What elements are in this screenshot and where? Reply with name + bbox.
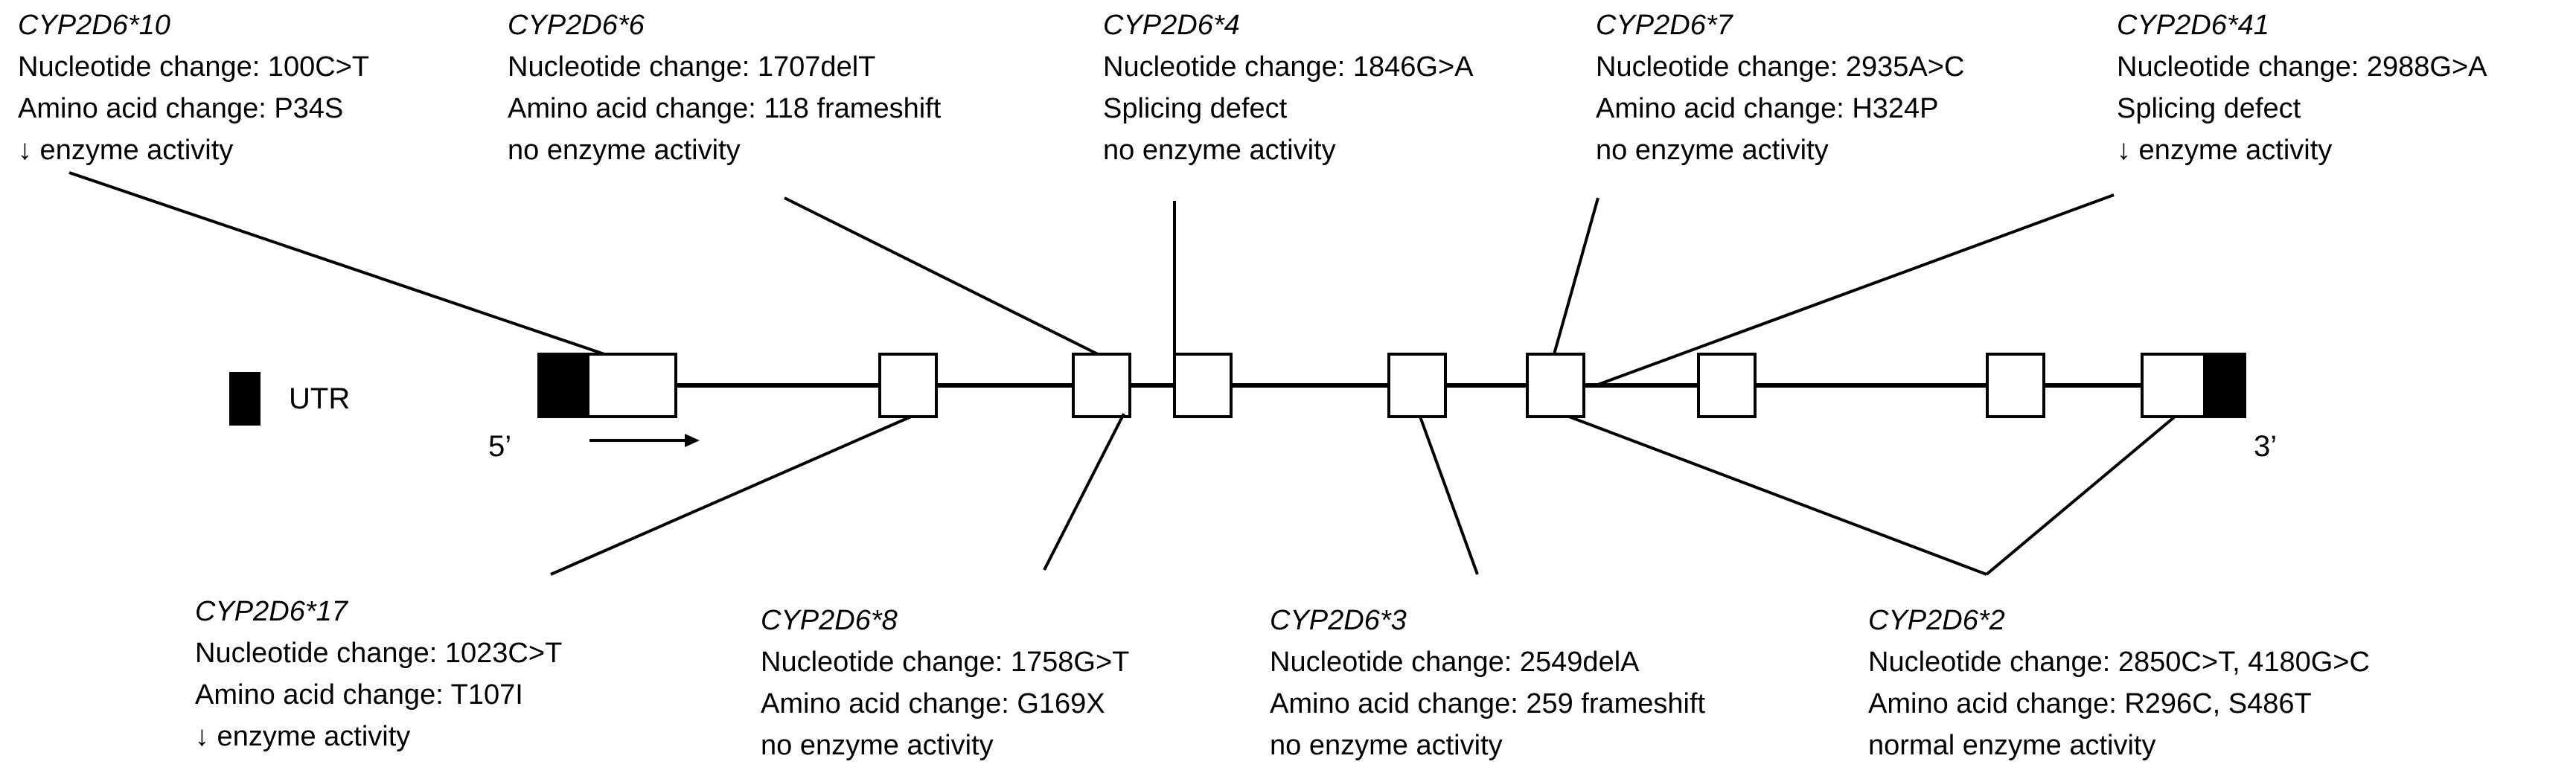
effect-detail: Splicing defect <box>1103 93 1288 124</box>
allele-name: CYP2D6*10 <box>18 10 170 41</box>
effect-detail: Amino acid change: 118 frameshift <box>508 93 942 124</box>
enzyme-activity: ↓ enzyme activity <box>195 721 411 752</box>
nucleotide-change: Nucleotide change: 1846G>A <box>1103 51 1474 83</box>
allele-annotation-cyp2d6-2: CYP2D6*2 Nucleotide change: 2850C>T, 418… <box>1868 600 2370 766</box>
effect-detail: Amino acid change: P34S <box>18 93 344 124</box>
connector-cyp2d6-41 <box>1595 193 2115 387</box>
exon-2 <box>878 353 938 418</box>
connector-cyp2d6-2b <box>1985 415 2176 576</box>
allele-annotation-cyp2d6-17: CYP2D6*17 Nucleotide change: 1023C>T Ami… <box>195 591 562 757</box>
nucleotide-change: Nucleotide change: 2850C>T, 4180G>C <box>1868 647 2370 678</box>
three-prime-label: 3’ <box>2254 430 2278 463</box>
exon-7 <box>1697 353 1757 418</box>
allele-name: CYP2D6*2 <box>1868 605 2005 636</box>
allele-annotation-cyp2d6-8: CYP2D6*8 Nucleotide change: 1758G>T Amin… <box>761 600 1129 766</box>
exon-5 <box>1387 353 1447 418</box>
five-prime-label: 5’ <box>488 430 512 463</box>
legend-utr-label: UTR <box>289 382 351 415</box>
connector-cyp2d6-7 <box>1553 197 1599 355</box>
effect-detail: Amino acid change: R296C, S486T <box>1868 688 2312 719</box>
allele-annotation-cyp2d6-4: CYP2D6*4 Nucleotide change: 1846G>A Spli… <box>1103 4 1474 171</box>
effect-detail: Amino acid change: T107I <box>195 679 523 711</box>
exon-8 <box>1986 353 2045 418</box>
exon-6 <box>1526 353 1585 418</box>
enzyme-activity: no enzyme activity <box>1103 135 1336 166</box>
exon-1 <box>587 353 677 418</box>
connector-cyp2d6-8 <box>1043 413 1125 571</box>
nucleotide-change: Nucleotide change: 2935A>C <box>1596 51 1965 83</box>
connector-cyp2d6-10 <box>68 171 605 356</box>
allele-annotation-cyp2d6-41: CYP2D6*41 Nucleotide change: 2988G>A Spl… <box>2117 4 2487 171</box>
allele-name: CYP2D6*8 <box>761 605 898 636</box>
nucleotide-change: Nucleotide change: 1023C>T <box>195 638 563 669</box>
allele-annotation-cyp2d6-10: CYP2D6*10 Nucleotide change: 100C>T Amin… <box>18 4 369 171</box>
connector-cyp2d6-17 <box>550 415 912 576</box>
direction-arrow-head <box>685 434 700 447</box>
allele-name: CYP2D6*3 <box>1270 605 1407 636</box>
connector-cyp2d6-3 <box>1419 416 1479 575</box>
allele-name: CYP2D6*6 <box>508 10 645 41</box>
allele-annotation-cyp2d6-6: CYP2D6*6 Nucleotide change: 1707delT Ami… <box>508 4 941 171</box>
nucleotide-change: Nucleotide change: 2988G>A <box>2117 51 2487 83</box>
connector-cyp2d6-6 <box>784 196 1099 356</box>
enzyme-activity: ↓ enzyme activity <box>18 135 234 166</box>
allele-name: CYP2D6*4 <box>1103 10 1240 41</box>
allele-name: CYP2D6*41 <box>2117 10 2269 41</box>
enzyme-activity: no enzyme activity <box>761 730 994 761</box>
enzyme-activity: normal enzyme activity <box>1868 730 2156 761</box>
legend-utr-swatch <box>229 372 261 426</box>
allele-name: CYP2D6*7 <box>1596 10 1733 41</box>
allele-annotation-cyp2d6-7: CYP2D6*7 Nucleotide change: 2935A>C Amin… <box>1596 4 1964 171</box>
allele-annotation-cyp2d6-3: CYP2D6*3 Nucleotide change: 2549delA Ami… <box>1270 600 1705 766</box>
effect-detail: Amino acid change: G169X <box>761 688 1105 719</box>
effect-detail: Amino acid change: 259 frameshift <box>1270 688 1706 719</box>
exon-3 <box>1072 353 1131 418</box>
effect-detail: Amino acid change: H324P <box>1596 93 1939 124</box>
exon-4 <box>1173 353 1233 418</box>
nucleotide-change: Nucleotide change: 100C>T <box>18 51 370 83</box>
nucleotide-change: Nucleotide change: 2549delA <box>1270 647 1640 678</box>
allele-name: CYP2D6*17 <box>195 596 348 627</box>
exon-9 <box>2141 353 2206 418</box>
nucleotide-change: Nucleotide change: 1758G>T <box>761 647 1130 678</box>
enzyme-activity: no enzyme activity <box>1270 730 1503 761</box>
connector-cyp2d6-2a <box>1568 415 1987 576</box>
enzyme-activity: ↓ enzyme activity <box>2117 135 2333 166</box>
nucleotide-change: Nucleotide change: 1707delT <box>508 51 876 83</box>
enzyme-activity: no enzyme activity <box>508 135 741 166</box>
enzyme-activity: no enzyme activity <box>1596 135 1829 166</box>
utr-3prime <box>2203 353 2246 418</box>
effect-detail: Splicing defect <box>2117 93 2301 124</box>
utr-5prime <box>537 353 589 418</box>
